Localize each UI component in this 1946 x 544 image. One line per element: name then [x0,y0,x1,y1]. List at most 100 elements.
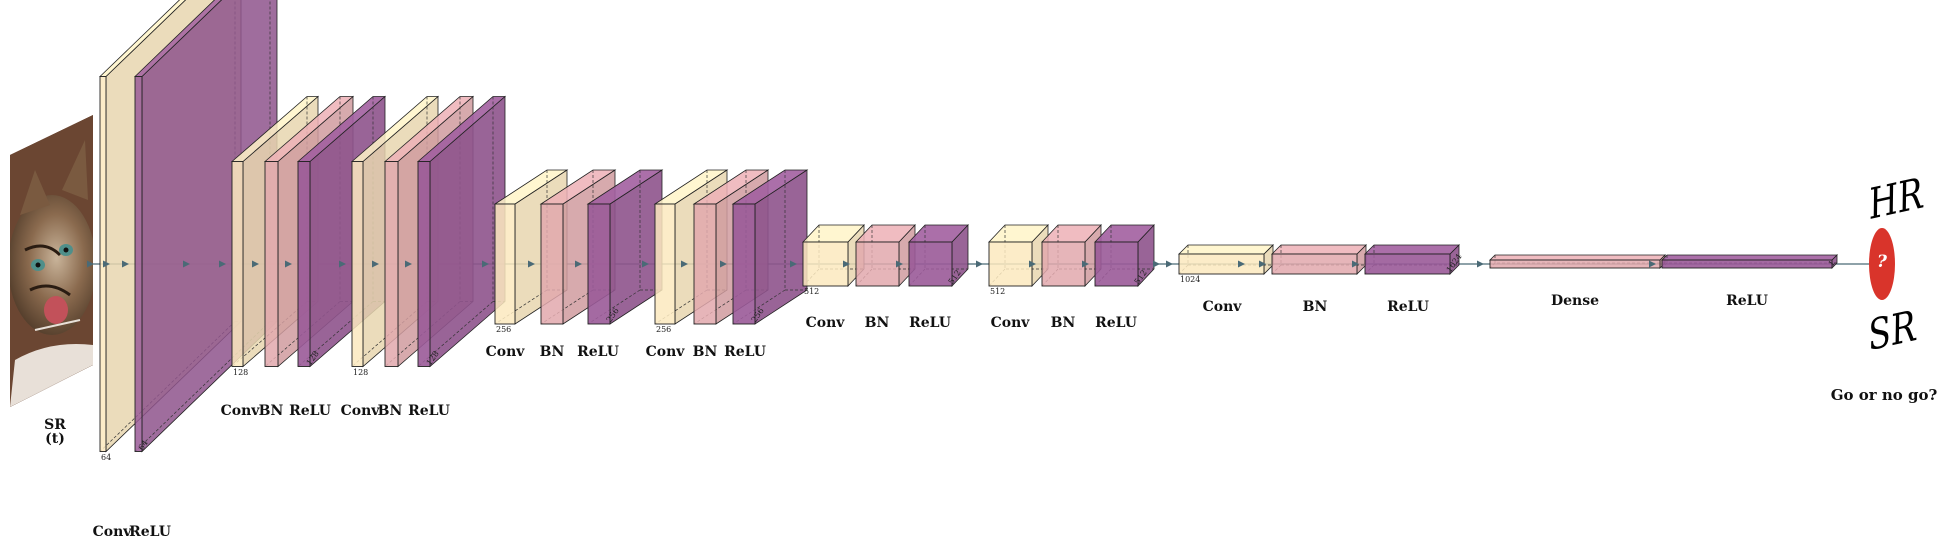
layer-label-b1-relu: ReLU [129,524,171,540]
layer-label-b6-conv: Conv [805,315,845,331]
layer-b4-relu [586,169,664,325]
flow-arrow [790,260,797,268]
input-label: SR [44,417,66,433]
layer-out-relu [1661,254,1838,269]
flow-arrow [1153,260,1160,268]
output-bottom-label: SR [1864,301,1920,360]
layer-front-face [231,161,244,367]
layer-dense [1489,254,1666,269]
layer-front-face [988,241,1033,287]
layer-front-face [417,161,431,367]
layer-front-face [587,203,611,325]
flow-arrow [642,260,649,268]
layer-label-dense: Dense [1550,293,1600,309]
layer-b6-relu [908,223,969,288]
layer-label-b5-bn: BN [692,344,718,360]
layer-front-face [1489,259,1661,269]
flow-arrow [122,260,129,268]
layer-label-b2-bn: BN [258,403,284,419]
layer-label-b1-conv: Conv [92,524,132,540]
layer-label-b4-bn: BN [539,344,565,360]
layer-label-b5-relu: ReLU [724,344,766,360]
layer-b7-conv [988,223,1049,288]
layer-front-face [1178,253,1265,275]
output-caption: Go or no go? [1830,386,1938,404]
layer-top-face [1661,254,1838,261]
layer-label-b6-relu: ReLU [909,315,951,331]
layer-front-face [855,241,900,287]
flow-arrow [720,260,727,268]
layer-front-face [1661,259,1833,269]
flow-arrows [87,260,1656,268]
layer-front-face [351,161,364,367]
layer-front-face [908,241,953,287]
flow-arrow [1238,260,1245,268]
flow-arrow [896,260,903,268]
flow-arrow [372,260,379,268]
layer-b6-bn [855,223,916,288]
flow-arrow [843,260,850,268]
layer-channels-b6-conv: 512 [804,287,820,296]
layer-channels-b2-conv: 128 [233,367,249,377]
layer-channels-b3-conv: 128 [353,367,369,377]
layer-label-b3-bn: BN [377,403,403,419]
layer-channels-b5-conv: 256 [656,325,672,334]
layer-front-face [134,76,143,452]
layer-label-b6-bn: BN [864,315,890,331]
flow-arrow [1029,260,1036,268]
layer-top-face [1271,244,1367,255]
flow-arrow [103,260,110,268]
flow-arrow [339,260,346,268]
layer-b7-relu [1094,223,1155,288]
flow-arrow [1259,260,1266,268]
flow-arrow [681,260,688,268]
layer-b8-conv [1178,244,1274,275]
layer-front-face [494,203,516,325]
output-top-label: HR [1865,168,1927,229]
layer-front-face [802,241,849,287]
layer-label-b2-relu: ReLU [289,403,331,419]
layer-front-face [654,203,676,325]
flow-arrow [528,260,535,268]
layer-b6-conv [802,223,865,288]
layer-b3-relu [416,95,507,368]
layer-label-b2-conv: Conv [220,403,260,419]
layer-channels-b8-conv: 1024 [1180,275,1201,284]
flow-arrow [219,260,226,268]
layer-label-b4-conv: Conv [485,344,525,360]
layer-b8-relu [1364,244,1460,275]
flow-arrow [1166,260,1173,268]
flow-arrow [405,260,412,268]
layer-label-b8-relu: ReLU [1387,299,1429,315]
layer-front-face [1364,253,1451,275]
layer-b5-relu [731,169,809,325]
layer-label-b3-conv: Conv [340,403,380,419]
layer-front-face [1041,241,1086,287]
layer-label-b7-relu: ReLU [1095,315,1137,331]
layer-front-face [732,203,756,325]
flow-arrow [1352,260,1359,268]
flow-arrow [482,260,489,268]
output-symbol: ? [1877,252,1887,272]
layer-label-b5-conv: Conv [645,344,685,360]
layer-front-face [693,203,717,325]
layer-top-face [1178,244,1274,255]
flow-arrow [976,260,983,268]
layer-label-b8-bn: BN [1302,299,1328,315]
layer-blocks [99,0,1838,453]
layer-b8-bn [1271,244,1367,275]
layer-label-b3-relu: ReLU [408,403,450,419]
flow-arrow [285,260,292,268]
layer-label-b7-conv: Conv [990,315,1030,331]
flow-arrow [183,260,190,268]
layer-front-face [297,161,311,367]
flow-arrow [1477,260,1484,268]
layer-front-face [384,161,399,367]
input-sublabel: (t) [45,431,65,447]
layer-front-face [540,203,564,325]
flow-arrow [575,260,582,268]
flow-arrow [252,260,259,268]
layer-top-face [1364,244,1460,255]
input-image [10,115,93,407]
layer-label-b8-conv: Conv [1202,299,1242,315]
